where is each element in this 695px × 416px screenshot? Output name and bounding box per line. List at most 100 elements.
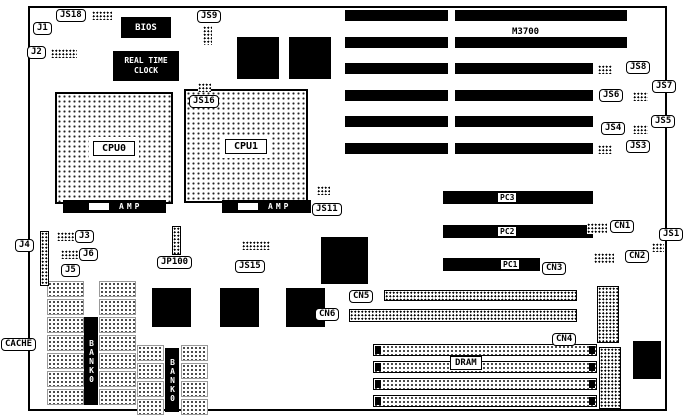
j6-header: [61, 250, 78, 259]
cn1-header: [587, 223, 607, 234]
jp100-header: [172, 226, 181, 255]
amp-chip: [238, 203, 258, 210]
callout-cache: CACHE: [1, 338, 37, 351]
cpu1-label: CPU1: [224, 138, 268, 154]
callout-cn4: CN4: [552, 333, 577, 346]
callout-js5: JS5: [651, 115, 676, 128]
cpu0-socket: CPU0: [55, 92, 173, 204]
pc2-slot: PC2: [443, 225, 593, 238]
ic-chip: [220, 288, 259, 327]
cache-socket: [99, 317, 136, 333]
cache-socket: [47, 317, 84, 333]
expansion-slot: [345, 90, 448, 101]
amp-chip: [89, 203, 109, 210]
cn4-header: [599, 347, 621, 409]
bank0-bar: BANK0: [84, 317, 98, 405]
expansion-slot: [455, 37, 627, 48]
cache-socket: [99, 389, 136, 405]
cn3-header: [597, 286, 619, 343]
cache-socket: [99, 353, 136, 369]
ic-chip: [321, 237, 368, 284]
expansion-slot: [345, 143, 448, 154]
js6-js7-header: [633, 92, 648, 101]
expansion-slot: [455, 10, 627, 21]
bios-chip: BIOS: [121, 17, 171, 38]
pc2-label: PC2: [498, 227, 517, 236]
callout-j3: J3: [75, 230, 94, 243]
js4-js5-header: [633, 125, 648, 134]
callout-j6: J6: [79, 248, 98, 261]
j3-header: [57, 232, 74, 241]
cpu1-socket: CPU1: [184, 89, 308, 203]
callout-cn3: CN3: [542, 262, 567, 275]
simm-slot: [373, 361, 597, 373]
cache-socket: [47, 371, 84, 387]
callout-cn6: CN6: [315, 308, 340, 321]
js1-header: [652, 243, 664, 252]
simm-slot: [373, 344, 597, 356]
callout-cn5: CN5: [349, 290, 374, 303]
pc1-label: PC1: [501, 260, 520, 269]
callout-js9: JS9: [197, 10, 222, 23]
expansion-slot: [455, 90, 593, 101]
callout-js18: JS18: [56, 9, 86, 22]
simm-slot: [373, 395, 597, 407]
cache-socket: [47, 281, 84, 297]
amp-label: AMP: [268, 202, 292, 211]
cache-socket: [137, 363, 164, 379]
callout-js16: JS16: [189, 95, 219, 108]
cache-socket: [47, 299, 84, 315]
callout-js6: JS6: [599, 89, 624, 102]
amp-regulator: AMP: [222, 200, 311, 213]
callout-j2: J2: [27, 46, 46, 59]
expansion-slot: [345, 116, 448, 127]
cn2-header: [594, 253, 614, 264]
js3-header: [598, 145, 612, 154]
expansion-slot: [345, 10, 448, 21]
cpu0-label: CPU0: [92, 140, 136, 156]
external-connector: [633, 341, 661, 379]
js11-header: [317, 186, 330, 195]
cache-socket: [181, 399, 208, 415]
rtc-chip: REAL TIME CLOCK: [113, 51, 179, 81]
callout-cn1: CN1: [610, 220, 635, 233]
cache-socket: [181, 363, 208, 379]
j2-header: [51, 49, 77, 58]
j4-j5-header: [40, 231, 49, 286]
board-outline: [28, 6, 667, 411]
pc3-label: PC3: [498, 193, 517, 202]
expansion-slot: [345, 37, 448, 48]
cache-socket: [47, 389, 84, 405]
callout-js1: JS1: [659, 228, 684, 241]
expansion-slot: [455, 143, 593, 154]
callout-j1: J1: [33, 22, 52, 35]
js16-header: [198, 83, 211, 92]
cache-socket: [99, 281, 136, 297]
expansion-slot: [455, 63, 593, 74]
pc1-slot: PC1: [443, 258, 540, 271]
model-text: M3700: [512, 27, 540, 37]
cache-socket: [137, 381, 164, 397]
bank0-bar: BANK0: [165, 348, 179, 412]
cache-socket: [99, 371, 136, 387]
cache-socket: [137, 345, 164, 361]
callout-js8: JS8: [626, 61, 651, 74]
simm-slot: [373, 378, 597, 390]
expansion-slot: [345, 63, 448, 74]
pc3-slot: PC3: [443, 191, 593, 204]
ic-chip: [289, 37, 331, 79]
callout-js3: JS3: [626, 140, 651, 153]
cache-socket: [181, 381, 208, 397]
callout-js4: JS4: [601, 122, 626, 135]
ic-chip: [237, 37, 279, 79]
amp-regulator: AMP: [63, 200, 166, 213]
cn6-connector: [349, 309, 577, 322]
callout-j4: J4: [15, 239, 34, 252]
callout-cn2: CN2: [625, 250, 650, 263]
callout-js15: JS15: [235, 260, 265, 273]
js18-header: [92, 11, 112, 20]
ic-chip: [152, 288, 191, 327]
cache-socket: [137, 399, 164, 415]
expansion-slot: [455, 116, 593, 127]
